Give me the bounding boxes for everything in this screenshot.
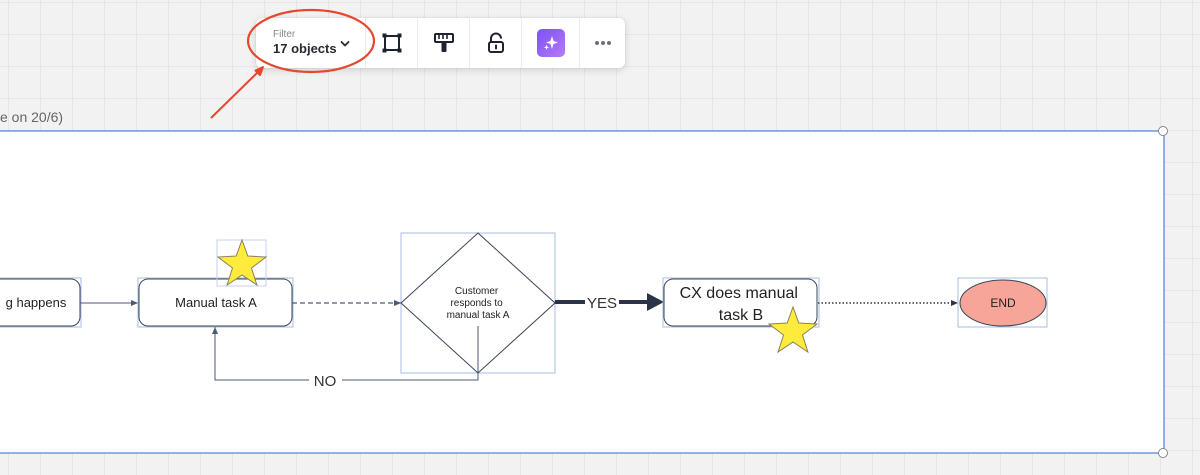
- unlock-icon: [487, 32, 504, 53]
- start-node-label: g happens: [6, 295, 67, 310]
- no-label-bg: [309, 372, 342, 388]
- star-b-icon[interactable]: [767, 305, 819, 354]
- end-node[interactable]: [959, 279, 1047, 327]
- connector-decision-no-loop[interactable]: [212, 326, 479, 381]
- yes-label: YES: [587, 295, 617, 312]
- more-options-button[interactable]: [580, 18, 625, 68]
- task-b-label: CX does manual task B: [680, 285, 803, 324]
- end-node-selection: [957, 277, 1048, 328]
- end-label: END: [990, 296, 1016, 310]
- decision-label: Customer responds to manual task A: [447, 286, 510, 321]
- frame-select-button[interactable]: [366, 18, 418, 68]
- task-a-label: Manual task A: [175, 295, 257, 310]
- frame-resize-handle-bottom[interactable]: [1158, 448, 1168, 458]
- more-options-icon: [594, 41, 611, 45]
- filter-dropdown[interactable]: Filter 17 objects: [256, 18, 366, 68]
- ai-sparkle-badge: [536, 29, 565, 57]
- format-painter-icon: [433, 33, 454, 52]
- ai-assist-button[interactable]: [522, 18, 580, 68]
- frame-resize-handle-top[interactable]: [1158, 126, 1168, 136]
- yes-arrowhead: [647, 293, 664, 311]
- filter-object-count: 17 objects: [273, 41, 337, 56]
- star-a-icon[interactable]: [216, 238, 268, 287]
- chevron-down-icon: [340, 41, 350, 47]
- task-b-node[interactable]: [663, 278, 818, 327]
- frame-select-icon: [382, 33, 401, 53]
- frame-title: e on 20/6): [0, 109, 64, 125]
- ai-sparkle-icon: [543, 36, 558, 50]
- selection-toolbar: Filter 17 objects: [256, 18, 625, 68]
- no-label: NO: [314, 373, 337, 390]
- filter-label: Filter: [273, 29, 296, 40]
- format-painter-button[interactable]: [418, 18, 470, 68]
- unlock-button[interactable]: [470, 18, 522, 68]
